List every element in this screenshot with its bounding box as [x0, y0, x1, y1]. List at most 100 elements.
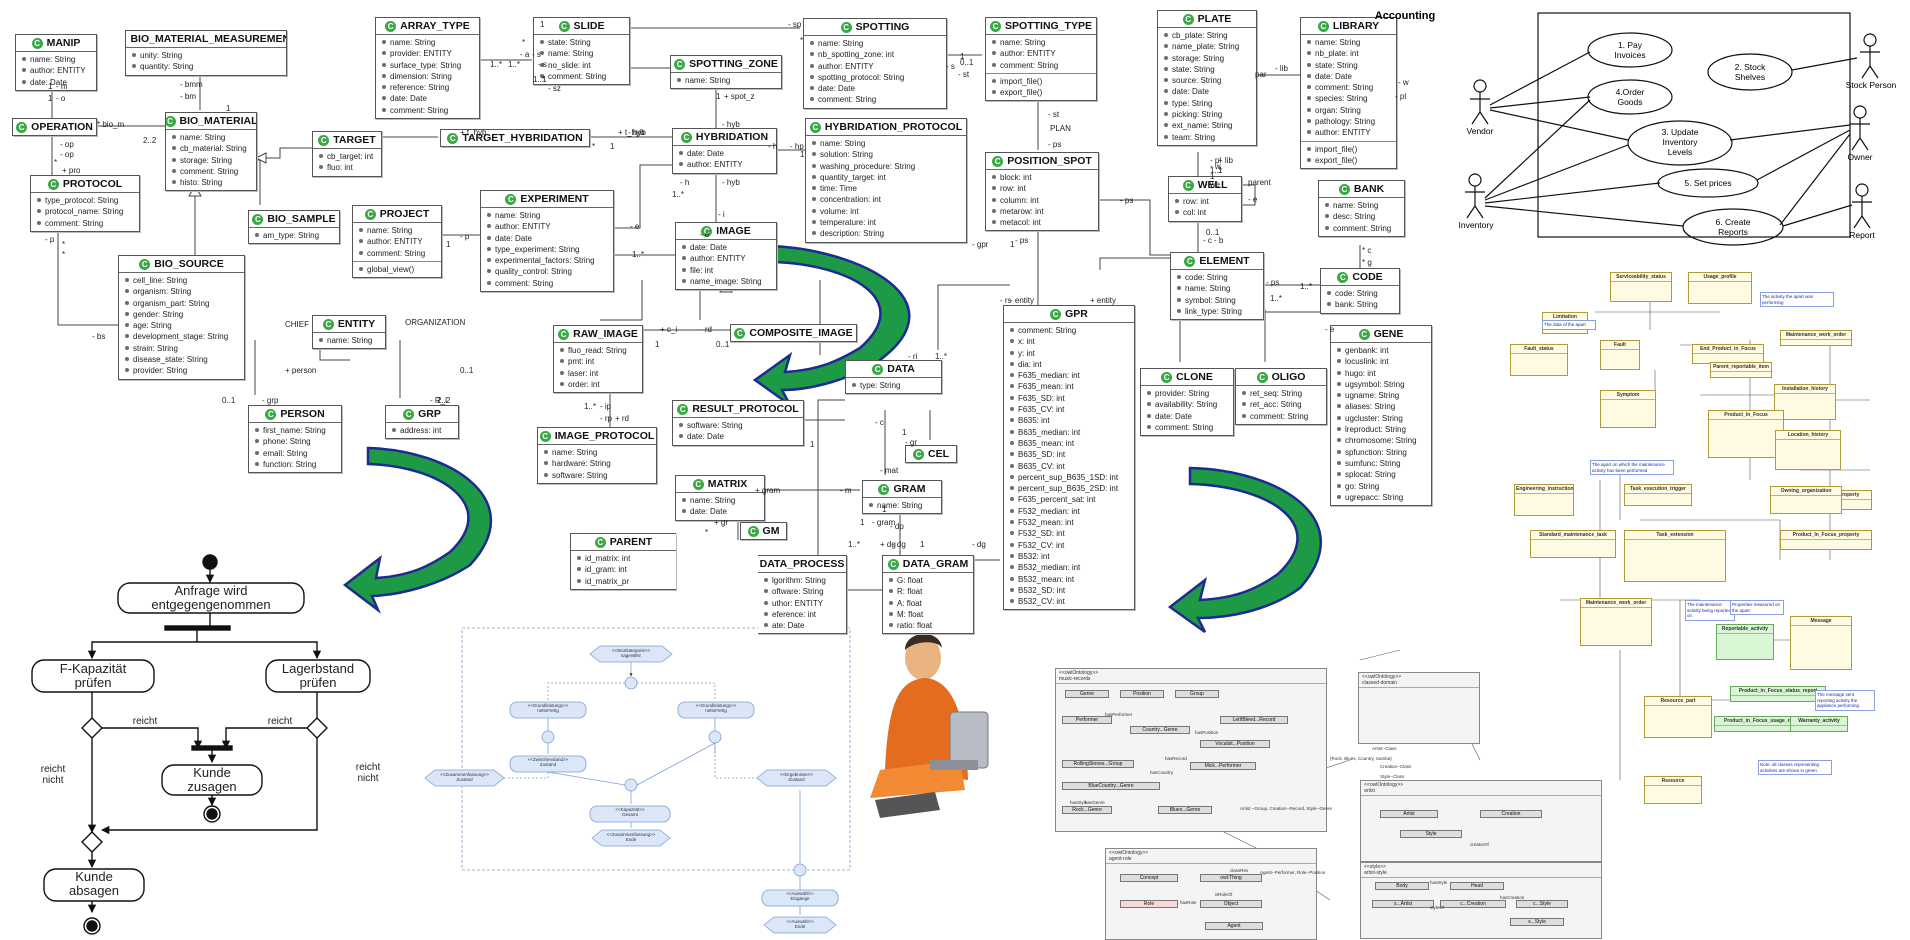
class-icon: C — [1339, 184, 1350, 195]
class-icon: C — [540, 431, 551, 442]
class-icon: C — [139, 259, 150, 270]
class-name: BIO_SOURCE — [154, 258, 223, 270]
class-attribute: B532_CV: int — [1010, 596, 1131, 607]
maintenance-class-name: Product_In_Focus — [1709, 411, 1783, 420]
ontology-package-title: <<owlOntology>> music-records — [1056, 669, 1326, 684]
bp-node-label: <<Auswahl>> Ende — [765, 919, 835, 929]
class-attribute: B635_SD: int — [1010, 449, 1131, 460]
class-attribute: ext_name: String — [1164, 120, 1253, 131]
class-name: SPOTTING_ZONE — [689, 58, 778, 70]
class-attribute: comment: String — [810, 94, 943, 105]
maintenance-class-name: Owning_organization — [1771, 487, 1841, 496]
class-attribute: software: String — [679, 420, 800, 431]
ontology-label: {Rock, Blues, Country, Samba} — [1330, 756, 1392, 761]
class-attribute: go: String — [1337, 481, 1428, 492]
class-attribute: storage: String — [172, 155, 253, 166]
class-attribute: source: String — [1164, 75, 1253, 86]
class-attribute: comment: String — [1307, 82, 1393, 93]
edge-hybridation-experiment — [612, 165, 672, 228]
fork-bar — [165, 626, 230, 630]
maintenance-note: The message sent reporting activity the … — [1815, 690, 1875, 711]
class-attribute: dia: int — [1010, 359, 1131, 370]
maintenance-class-name: Task_extension — [1625, 531, 1725, 540]
usecase-stock-shelves: 2. Stock Shelves — [1715, 62, 1785, 82]
class-attribute: protocol_name: String — [37, 206, 136, 217]
class-icon: C — [810, 122, 821, 133]
ontology-class: Country...Genre — [1130, 726, 1190, 734]
maintenance-class-box: Parent_reportable_item — [1710, 362, 1772, 378]
ontology-label: hasCreation — [1500, 895, 1524, 900]
class-attribute: type_experiment: String — [487, 244, 610, 255]
class-attribute: quantity_target: int — [812, 172, 963, 183]
activity-edge — [92, 630, 197, 658]
maintenance-class-box: Message — [1790, 616, 1852, 670]
class-name: RESULT_PROTOCOL — [692, 403, 798, 415]
class-icon: C — [1337, 272, 1348, 283]
class-name: ELEMENT — [1199, 255, 1249, 267]
guard-label: reicht — [255, 716, 305, 727]
class-attribute: B532_mean: int — [1010, 574, 1131, 585]
class-icon: C — [674, 59, 685, 70]
class-attribute: code: String — [1177, 272, 1260, 283]
class-icon: C — [559, 21, 570, 32]
actor-owner — [1850, 106, 1870, 150]
class-name: PROTOCOL — [63, 178, 122, 190]
edge-protocol-biosource — [58, 218, 118, 325]
class-icon: C — [701, 226, 712, 237]
class-name: HYBRIDATION — [696, 131, 768, 143]
class-name: PROJECT — [380, 208, 430, 220]
class-attribute: address: int — [392, 425, 455, 436]
guard-label: reicht — [120, 716, 170, 727]
class-attribute: author: ENTITY — [487, 221, 610, 232]
maintenance-class-name: Fault_status — [1511, 345, 1567, 354]
class-icon: C — [48, 179, 59, 190]
actor-label-inventory: Inventory — [1448, 220, 1504, 230]
class-attribute: id_gram: int — [577, 564, 673, 575]
edge-positionspot-element — [1098, 200, 1170, 255]
ontology-class: Artist — [1380, 810, 1438, 818]
class-name: CEL — [928, 448, 949, 460]
class-attribute: species: String — [1307, 93, 1393, 104]
guard-label: reicht nicht — [342, 762, 394, 784]
class-attribute: metarow: int — [992, 206, 1095, 217]
class-name: CLONE — [1176, 371, 1213, 383]
ontology-class: Position — [1120, 690, 1164, 698]
usecase-set-prices: 5. Set prices — [1660, 178, 1756, 188]
class-attribute: file: int — [682, 265, 773, 276]
class-attribute: quantity: String — [132, 61, 283, 72]
system-boundary — [1538, 13, 1850, 237]
maintenance-class-name: Symptom — [1601, 391, 1655, 400]
class-attribute: splocat: String — [1337, 469, 1428, 480]
bp-edge — [548, 718, 715, 754]
bp-circle — [625, 677, 637, 689]
class-attribute: id_matrix_pr — [577, 576, 673, 587]
class-icon: C — [992, 156, 1003, 167]
maintenance-class-name: Product_in_Focus_status_report — [1731, 687, 1825, 696]
ontology-class: c...Style — [1516, 900, 1568, 908]
class-attribute: link_type: String — [1177, 306, 1260, 317]
actor-inventory — [1465, 174, 1485, 218]
class-icon: C — [403, 409, 414, 420]
ontology-class: Blues...Genre — [1158, 806, 1212, 814]
ontology-label: creatorOf — [1470, 842, 1489, 847]
class-icon: C — [318, 135, 329, 146]
class-attribute: hardware: String — [544, 458, 653, 469]
class-name: GRP — [418, 408, 441, 420]
class-attribute: code: String — [1327, 288, 1396, 299]
class-icon: C — [1183, 14, 1194, 25]
bp-node-label: <<Zwischenstand>> Zustand — [511, 757, 585, 767]
